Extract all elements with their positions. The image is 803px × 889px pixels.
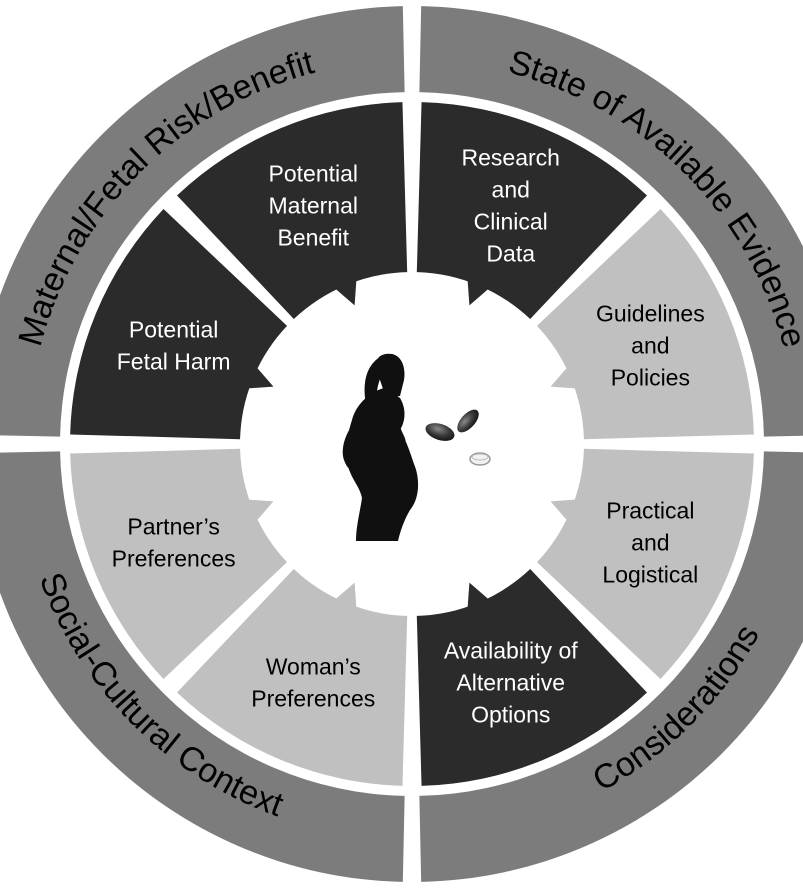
segment-label-line: and [631, 332, 669, 358]
medication-icons [425, 409, 491, 466]
segment-label-line: and [631, 530, 669, 556]
arrow-icon [550, 362, 592, 389]
round-tablet-icon [469, 452, 491, 466]
segment-label-line: Fetal Harm [117, 348, 231, 374]
segment-label-line: Maternal [269, 193, 358, 219]
arrow-icon [232, 362, 274, 389]
arrow-icon [330, 264, 357, 306]
segment-label-line: Policies [611, 364, 690, 390]
segment-research-data [416, 102, 647, 320]
segment-partners-preferences [70, 448, 288, 679]
arrow-icon [232, 499, 274, 526]
arrow-icon [467, 264, 494, 306]
inward-arrows [232, 264, 592, 624]
segment-label-line: Logistical [602, 562, 698, 588]
outer-ring [0, 6, 803, 882]
arrow-icon [550, 499, 592, 526]
segment-label-line: Benefit [277, 225, 349, 251]
segment-label-line: Options [471, 701, 550, 727]
segment-label-line: Partner’s [127, 514, 219, 540]
ring-quadrant-evidence [419, 6, 803, 437]
segment-label-line: Clinical [474, 209, 548, 235]
round-tablet-edge [471, 453, 489, 461]
center-hub [249, 281, 575, 607]
segment-label-line: Woman’s [266, 653, 361, 679]
segment-label-line: Guidelines [596, 300, 705, 326]
segment-fetal-harm [70, 209, 288, 440]
segment-label-line: Potential [129, 316, 219, 342]
arrow-icon [330, 582, 357, 624]
segment-label-line: Alternative [456, 669, 565, 695]
segment-ring [70, 102, 754, 786]
segment-womans-preferences [177, 568, 408, 786]
segment-label-line: Research [462, 145, 560, 171]
segment-label-line: Preferences [112, 546, 236, 572]
segment-label-line: Practical [606, 498, 694, 524]
segment-label-line: Preferences [251, 685, 375, 711]
segment-alternatives [416, 568, 647, 786]
segment-maternal-benefit [177, 102, 408, 320]
segment-label-line: Availability of [444, 637, 578, 663]
ring-quadrant-considerations [419, 451, 803, 882]
capsule-pill-icon [425, 423, 455, 441]
ring-quadrant-social-cultural [0, 451, 405, 882]
segment-practical [536, 448, 754, 679]
segment-label-line: and [492, 177, 530, 203]
segment-guidelines [536, 209, 754, 440]
capsule-pill-icon [457, 409, 479, 433]
segment-label-line: Data [486, 241, 535, 267]
arrow-icon [467, 582, 494, 624]
pregnant-woman-silhouette [342, 353, 419, 541]
segment-label-line: Potential [269, 161, 359, 187]
ring-quadrant-maternal-fetal [0, 6, 405, 437]
